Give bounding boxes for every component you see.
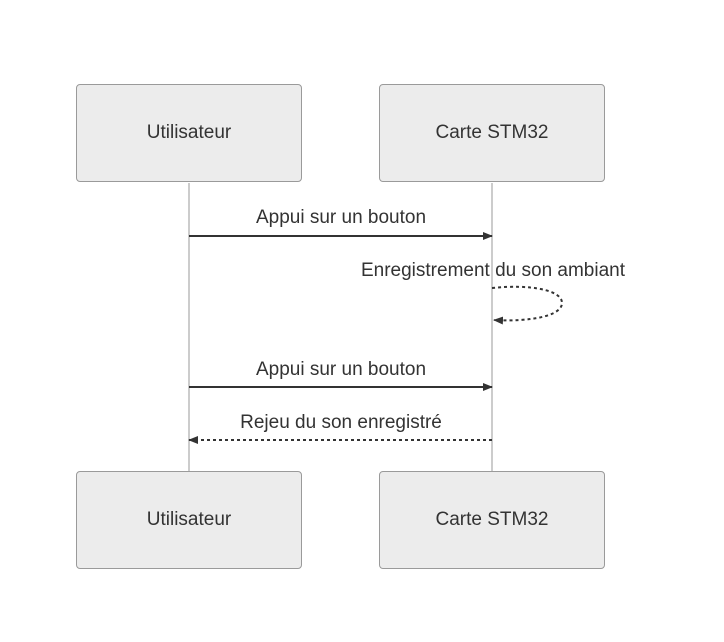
message-3-label: Appui sur un bouton bbox=[255, 359, 427, 380]
participant-user-top-label: Utilisateur bbox=[146, 122, 232, 143]
message-2-self-loop bbox=[491, 285, 564, 325]
participant-user-top: Utilisateur bbox=[76, 84, 302, 182]
participant-board-top-label: Carte STM32 bbox=[435, 122, 549, 143]
message-4-label: Rejeu du son enregistré bbox=[240, 412, 442, 433]
participant-board-top: Carte STM32 bbox=[379, 84, 605, 182]
message-2-label: Enregistrement du son ambiant bbox=[360, 260, 626, 281]
participant-board-bottom: Carte STM32 bbox=[379, 471, 605, 569]
participant-user-bottom-label: Utilisateur bbox=[146, 509, 232, 530]
participant-board-bottom-label: Carte STM32 bbox=[435, 509, 549, 530]
participant-user-bottom: Utilisateur bbox=[76, 471, 302, 569]
message-1-label: Appui sur un bouton bbox=[255, 207, 427, 228]
